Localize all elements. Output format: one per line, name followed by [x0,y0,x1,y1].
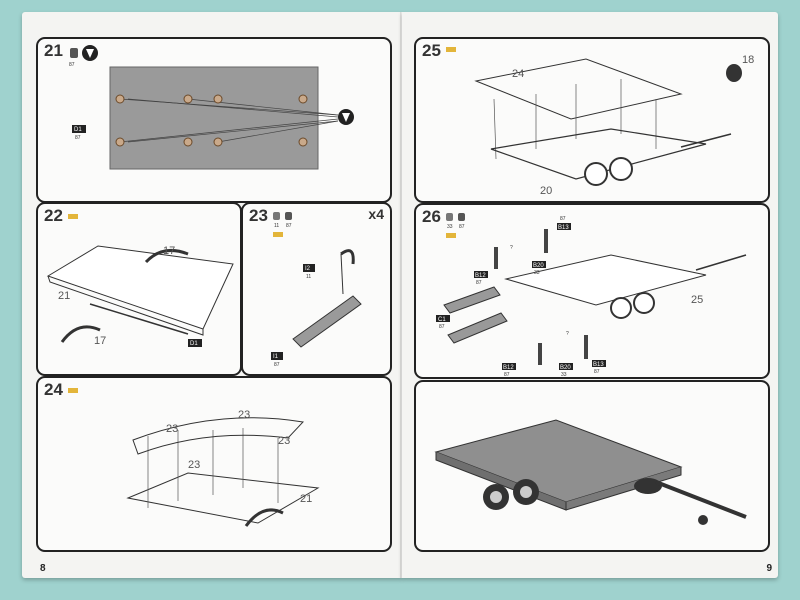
paint-code: 87 [69,62,75,68]
step-24-drawing: 23 23 23 23 21 [68,388,320,527]
final-view-panel [414,380,770,552]
part-label: B20 [533,263,544,269]
part-number: 17 [163,245,175,257]
paint-pot-icon [273,212,280,220]
part-tag [592,360,606,367]
step-number: 26 [422,207,441,226]
glue-triangle-icon [338,109,354,125]
step-number: 21 [44,41,63,60]
part-number: 25 [691,294,703,306]
part-label: B12 [475,273,486,279]
paint-pot-icon [70,48,78,58]
step-24-panel: 24 23 23 23 23 21 [36,376,392,552]
part-tag [557,223,571,230]
step-26-panel: 26 33 87 ? ? B13 87 [414,203,770,379]
part-tag [532,261,546,268]
paint-code: 87 [459,224,465,230]
step-22-panel: 22 17 21 17 D1 [36,202,242,376]
spare-wheel-icon [726,64,742,82]
part-number: 23 [278,435,290,447]
part-paint: 87 [476,280,482,286]
page-number: 8 [40,563,46,574]
part-paint: 87 [560,216,566,222]
part-paint: 87 [439,324,445,330]
step-22-drawing: 17 21 17 D1 [46,214,234,347]
step-25-panel: 25 24 18 20 [414,37,770,203]
part-label: B20 [560,365,571,371]
paint-icon [273,232,283,237]
part-tag [271,352,283,360]
part-label: I2 [305,266,311,272]
step-number: 25 [422,41,441,60]
part-label: C1 [438,317,446,323]
part-tag [502,363,516,370]
part-tag [188,339,202,347]
step-21-drawing: 87 [69,45,354,170]
paint-pot-icon [285,212,292,220]
part-label: B12 [503,365,514,371]
part-number: 23 [166,423,178,435]
part-paint: 11 [306,274,311,280]
part-number: 17 [94,335,106,347]
part-number: 23 [188,459,200,471]
step-23-drawing: 11 87 I2 11 I1 87 [271,212,362,368]
finished-trailer-drawing [434,419,747,525]
part-paint: 87 [75,135,81,141]
left-page: 21 87 [22,12,402,578]
part-number: 21 [300,493,312,505]
paint-pot-icon [458,213,465,221]
instruction-booklet: 21 87 [8,8,792,592]
paint-icon [446,47,456,52]
part-label: B13 [558,225,569,231]
quantity-multiplier: x4 [368,206,384,222]
step-number: 24 [44,380,63,399]
part-tag [303,264,315,272]
paint-code: 11 [274,223,279,229]
part-label: D1 [74,127,82,133]
part-paint: 87 [274,362,280,368]
part-number: 21 [58,290,70,302]
part-number: 20 [540,185,552,197]
part-tag [436,315,450,322]
paint-code: 33 [447,224,453,230]
paint-icon [68,214,78,219]
question-mark: ? [566,331,569,337]
page-number: 9 [766,563,772,574]
part-paint: 87 [504,372,510,377]
step-26-drawing: 33 87 ? ? B13 87 B20 33 [436,213,747,377]
step-number: 23 [249,206,268,225]
part-paint: 33 [534,270,540,276]
glue-triangle-icon [82,45,98,61]
question-mark: ? [510,245,513,251]
part-paint: 87 [594,369,600,375]
part-paint: 33 [561,372,567,377]
paint-code: 87 [286,223,292,229]
part-label: D1 [190,341,198,347]
part-number: 24 [512,68,524,80]
paint-icon [446,233,456,238]
part-label: B13 [593,362,604,368]
part-tag [474,271,488,278]
part-number: 18 [742,54,754,66]
part-tag [559,363,573,370]
step-25-drawing: 24 18 20 [446,47,754,197]
part-number: 23 [238,409,250,421]
right-page: 25 24 18 20 26 [402,12,778,578]
trailer-floor-plate [109,66,319,170]
step-23-panel: 23 x4 11 87 I2 11 I1 87 [241,202,392,376]
part-label: I1 [273,354,279,360]
paint-icon [68,388,78,393]
part-tag [72,125,86,133]
step-number: 22 [44,206,63,225]
step-21-panel: 21 87 [36,37,392,203]
paint-pot-icon [446,213,453,221]
